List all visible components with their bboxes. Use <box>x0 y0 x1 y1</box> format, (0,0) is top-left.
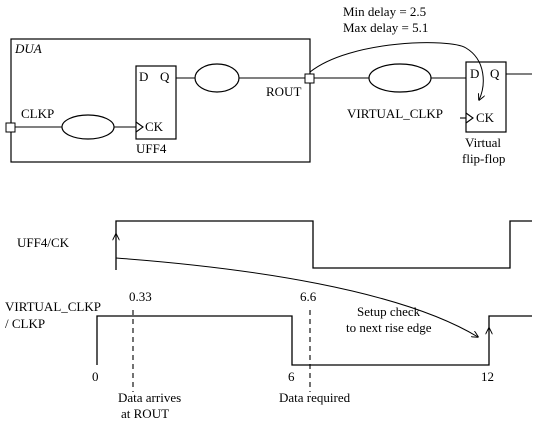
virtual-ff-pin-q: Q <box>490 66 500 81</box>
uff4-pin-q: Q <box>160 69 170 84</box>
virtual-clkp-wave-label-1: VIRTUAL_CLKP <box>5 299 101 314</box>
virtual-ff-pin-ck: CK <box>476 110 495 125</box>
clock-buffer <box>61 114 115 140</box>
min-delay-annotation: Min delay = 2.5 <box>343 4 426 19</box>
combinational-logic-2 <box>368 63 432 93</box>
time-label-6-6: 6.6 <box>300 289 317 304</box>
uff4-name: UFF4 <box>136 141 167 156</box>
clkp-label: CLKP <box>21 106 54 121</box>
virtual-clkp-label: VIRTUAL_CLKP <box>347 106 443 121</box>
data-arrives-label-1: Data arrives <box>118 390 181 405</box>
time-label-0: 0 <box>92 369 99 384</box>
time-label-12: 12 <box>481 369 494 384</box>
uff4-pin-ck: CK <box>145 119 164 134</box>
dua-label: DUA <box>14 41 42 56</box>
time-label-6: 6 <box>288 369 295 384</box>
clkp-input-port <box>5 122 16 133</box>
virtual-ff-caption-2: flip-flop <box>462 151 505 166</box>
virtual-ff-pin-d: D <box>470 66 479 81</box>
dua-box <box>10 38 311 163</box>
delay-arc-arrow <box>309 42 483 100</box>
combinational-logic-1 <box>194 63 240 93</box>
data-required-label: Data required <box>279 390 351 405</box>
virtual-clkp-wave-label-2: / CLKP <box>5 316 45 331</box>
max-delay-annotation: Max delay = 5.1 <box>343 20 428 35</box>
uff4-ck-waveform <box>115 220 532 270</box>
uff4-clock-triangle <box>135 121 144 133</box>
virtual-clkp-waveform <box>96 315 532 366</box>
rout-label: ROUT <box>266 84 301 99</box>
virtual-flipflop <box>465 61 507 133</box>
uff4-pin-d: D <box>139 69 148 84</box>
setup-check-arrow <box>115 257 478 337</box>
setup-check-label-2: to next rise edge <box>346 320 432 335</box>
setup-check-label-1: Setup check <box>357 304 421 319</box>
data-arrives-label-2: at ROUT <box>121 406 169 421</box>
virtual-ff-clock-triangle <box>465 112 474 124</box>
virtual-ff-caption-1: Virtual <box>465 135 501 150</box>
rout-output-port <box>304 73 315 84</box>
uff4-ck-label: UFF4/CK <box>17 235 70 250</box>
time-label-0-33: 0.33 <box>129 289 152 304</box>
